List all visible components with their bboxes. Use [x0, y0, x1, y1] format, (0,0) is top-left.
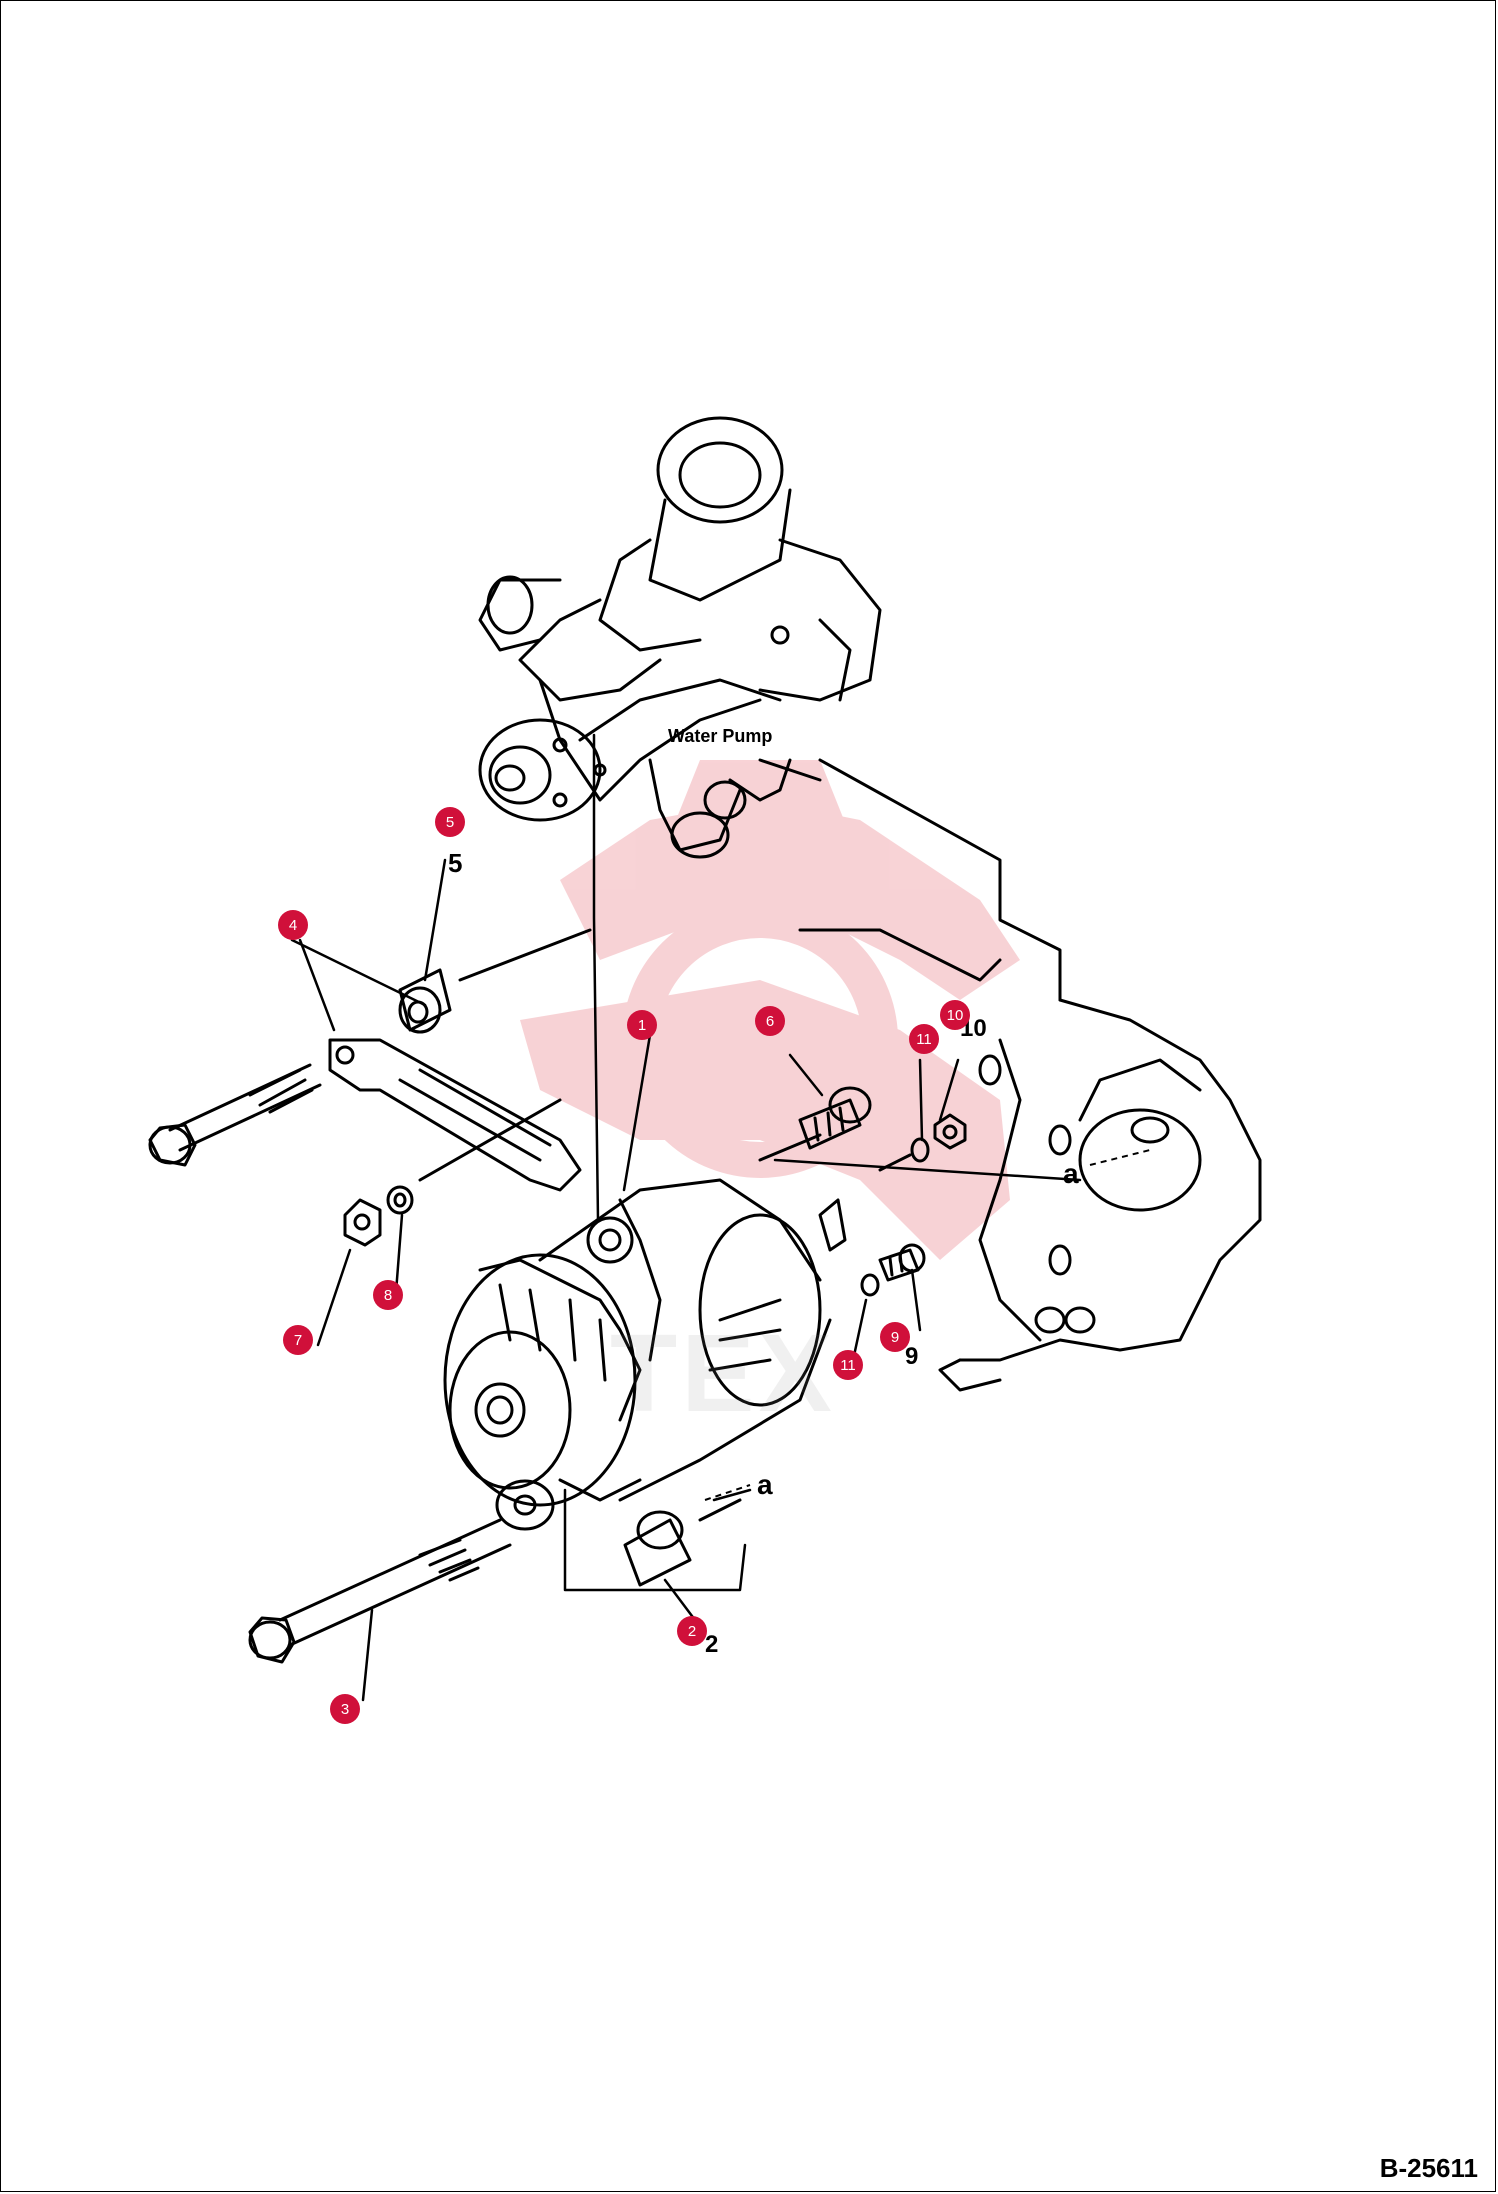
water-pump-label: Water Pump — [668, 726, 772, 746]
callout-11-upper[interactable]: 11 — [909, 1024, 939, 1054]
part-number-5: 5 — [448, 848, 462, 878]
adjusting-bracket — [328, 1038, 582, 1192]
bolt-9 — [878, 1243, 926, 1282]
callout-9[interactable]: 9 — [880, 1322, 910, 1352]
ref-letter-a-lower: a — [757, 1469, 773, 1500]
alternator — [443, 1178, 832, 1531]
printed-labels: Water Pump a a 5 2 9 10 — [448, 726, 1079, 1658]
spacer-2 — [623, 1498, 742, 1587]
callout-2[interactable]: 2 — [677, 1616, 707, 1646]
watermark-text: TEX — [610, 1312, 836, 1435]
engine-block — [758, 758, 1262, 1392]
bracket-bolt — [148, 1063, 322, 1167]
ref-letter-a-upper: a — [1063, 1158, 1079, 1189]
callout-10[interactable]: 10 — [940, 1000, 970, 1030]
callout-6[interactable]: 6 — [755, 1006, 785, 1036]
callout-5[interactable]: 5 — [435, 807, 465, 837]
washer-11-lower — [860, 1273, 880, 1297]
part-number-9: 9 — [905, 1343, 918, 1370]
nut-7 — [343, 1198, 382, 1247]
leader-lines — [290, 733, 1082, 1702]
water-pump — [478, 416, 882, 859]
figure-code: B-25611 — [1379, 2153, 1478, 2183]
reference-arrows — [704, 1149, 1151, 1501]
callout-11-lower[interactable]: 11 — [833, 1350, 863, 1380]
stud — [818, 1198, 847, 1252]
callout-7[interactable]: 7 — [283, 1325, 313, 1355]
mounting-bolt-3 — [248, 1518, 512, 1664]
callout-8[interactable]: 8 — [373, 1280, 403, 1310]
washer-8 — [386, 1098, 562, 1215]
part-number-2: 2 — [705, 1631, 718, 1658]
nut-10 — [933, 1113, 967, 1150]
callout-3[interactable]: 3 — [330, 1694, 360, 1724]
callout-1[interactable]: 1 — [627, 1010, 657, 1040]
callout-4[interactable]: 4 — [278, 910, 308, 940]
bolt-6 — [758, 1086, 872, 1162]
